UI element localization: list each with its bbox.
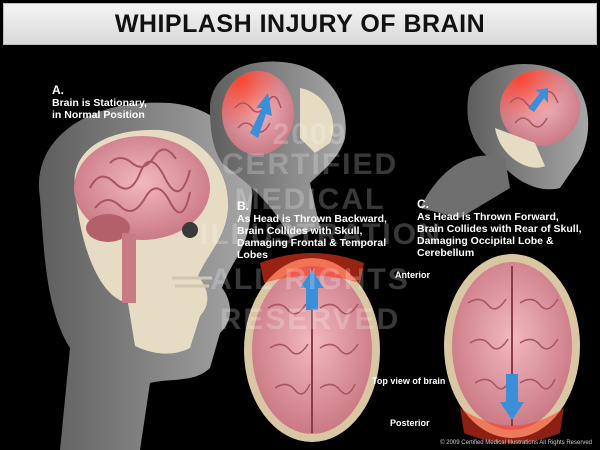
top-view-brain-c: [444, 254, 580, 443]
watermark-line-6: RESERVED: [219, 303, 401, 336]
illustration-svg: [38, 61, 589, 450]
page-title: WHIPLASH INJURY OF BRAIN: [114, 9, 486, 38]
label-c-line4: Cerebellum: [417, 247, 475, 259]
label-a-line2: in Normal Position: [52, 109, 145, 121]
label-b-line1: As Head is Thrown Backward,: [237, 213, 387, 225]
watermark-line-5: ALL RIGHTS: [210, 263, 410, 296]
top-view-brain-b: [244, 253, 380, 442]
label-b-line2: Brain Collides with Skull,: [237, 225, 363, 237]
anterior-label: Anterior: [395, 270, 431, 280]
label-a-letter: A.: [52, 83, 64, 97]
posterior-label: Posterior: [390, 418, 430, 428]
label-b-line3: Damaging Frontal & Temporal: [237, 237, 387, 249]
label-b-letter: B.: [237, 199, 249, 213]
watermark-line-1: 2009: [272, 118, 348, 151]
label-b: B. As Head is Thrown Backward, Brain Col…: [237, 200, 387, 261]
watermark-line-2: CERTIFIED: [221, 148, 399, 181]
head-c-illustration: [420, 64, 589, 218]
title-bar: WHIPLASH INJURY OF BRAIN: [3, 3, 597, 45]
copyright-text: © 2009 Certified Medical Illustrations A…: [440, 440, 592, 446]
head-b-illustration: [210, 61, 346, 238]
label-c: C. As Head is Thrown Forward, Brain Coll…: [417, 198, 582, 259]
label-c-line2: Brain Collides with Rear of Skull,: [417, 223, 582, 235]
label-c-letter: C.: [417, 197, 429, 211]
watermark-line-4: ILLUSTRATION: [200, 218, 442, 251]
label-a-line1: Brain is Stationary,: [52, 97, 147, 109]
illustration-panel: 2009 CERTIFIED MEDICAL ILLUSTRATION ALL …: [0, 48, 600, 450]
label-b-line4: Lobes: [237, 249, 268, 261]
head-a-illustration: [38, 102, 252, 450]
label-c-line3: Damaging Occipital Lobe &: [417, 235, 554, 247]
watermark-line-3: MEDICAL: [234, 183, 386, 216]
label-c-line1: As Head is Thrown Forward,: [417, 211, 559, 223]
top-view-label: Top view of brain: [372, 376, 446, 386]
label-a: A. Brain is Stationary, in Normal Positi…: [52, 84, 147, 121]
